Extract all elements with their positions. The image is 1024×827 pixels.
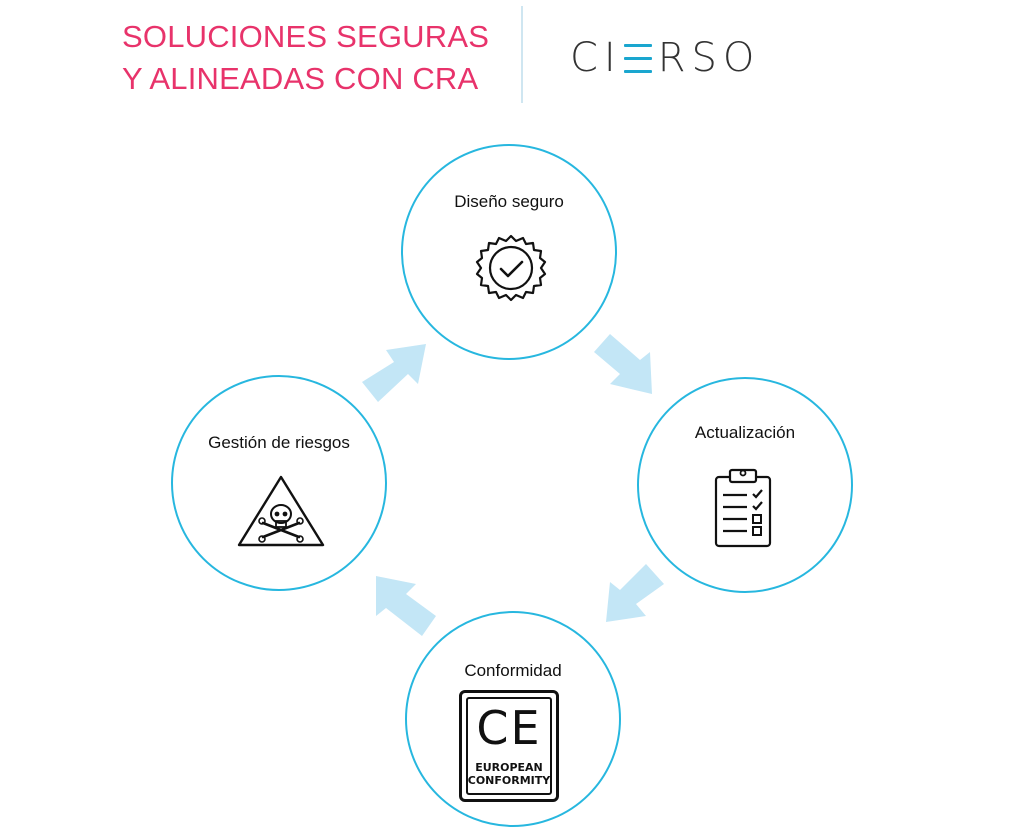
cycle-step-risk-management: Gestión de riesgos bbox=[171, 375, 387, 591]
header-divider bbox=[521, 6, 523, 103]
cycle-step-conformity: Conformidad CE EUROPEAN CONFORMITY bbox=[405, 611, 621, 827]
three-bar-e-icon bbox=[623, 42, 654, 74]
logo-text-right: RSO bbox=[657, 35, 761, 81]
title-line-2: Y ALINEADAS CON CRA bbox=[122, 61, 479, 96]
ce-letters: CE bbox=[476, 701, 542, 755]
ce-caption-1: EUROPEAN bbox=[475, 761, 543, 774]
ciberso-logo: CI RSO bbox=[570, 36, 760, 80]
cycle-step-update: Actualización bbox=[637, 377, 853, 593]
step-label: Actualización bbox=[694, 423, 796, 442]
step-label: Conformidad bbox=[464, 661, 562, 680]
ce-mark-icon: CE EUROPEAN CONFORMITY bbox=[459, 690, 559, 802]
arrow-bottom-to-left bbox=[376, 576, 436, 636]
page-title: SOLUCIONES SEGURAS Y ALINEADAS CON CRA bbox=[122, 16, 489, 100]
arrow-top-to-right bbox=[594, 334, 652, 394]
step-label: Diseño seguro bbox=[454, 192, 564, 211]
badge-check-icon bbox=[475, 234, 547, 302]
logo-text-left: CI bbox=[570, 35, 622, 81]
cycle-step-secure-design: Diseño seguro bbox=[401, 144, 617, 360]
arrow-right-to-bottom bbox=[606, 564, 664, 622]
step-label: Gestión de riesgos bbox=[208, 433, 350, 452]
ce-caption-2: CONFORMITY bbox=[467, 774, 551, 787]
arrow-right-to-top bbox=[362, 344, 426, 402]
clipboard-checklist-icon bbox=[714, 468, 772, 548]
title-line-1: SOLUCIONES SEGURAS bbox=[122, 19, 490, 54]
skull-warning-icon bbox=[237, 475, 325, 547]
